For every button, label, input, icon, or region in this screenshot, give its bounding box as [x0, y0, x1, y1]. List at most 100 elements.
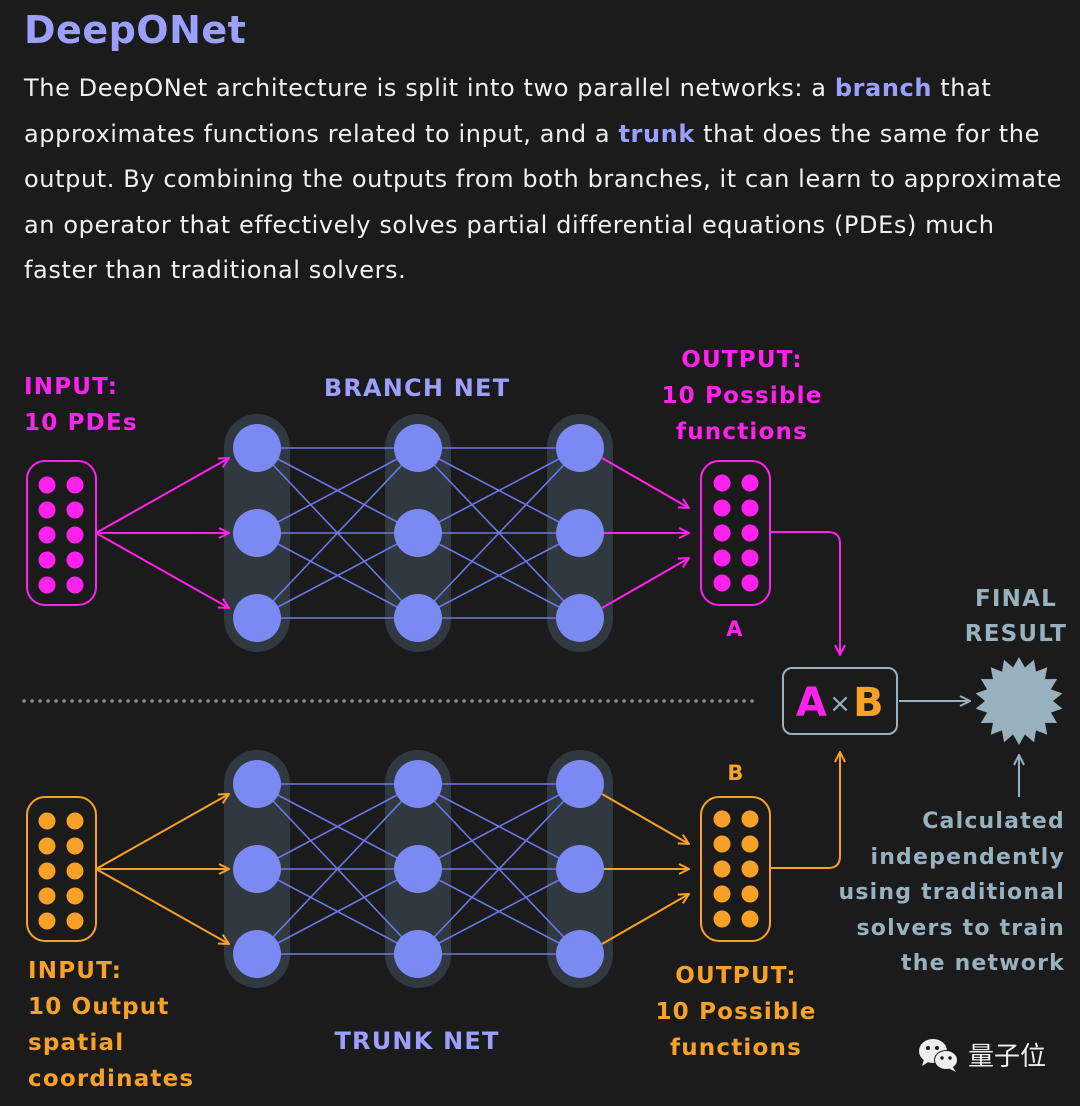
- trunk-output-dot: [713, 885, 731, 903]
- trunk-input-dot: [66, 837, 84, 855]
- branch-input-dot: [38, 526, 56, 544]
- branch-net-label: BRANCH NET: [324, 374, 510, 402]
- trunk-output-tag-b: B: [727, 761, 744, 785]
- trunk-network: [26, 750, 771, 988]
- branch-input-dot: [66, 551, 84, 569]
- branch-connection: [417, 532, 581, 619]
- trunk-output-box: [700, 796, 771, 942]
- branch-connection: [417, 447, 581, 619]
- branch-output-dot: [713, 499, 731, 517]
- trunk-input-dot: [38, 837, 56, 855]
- solver-note-line4: solvers to train: [856, 916, 1065, 941]
- trunk-node: [233, 760, 281, 808]
- trunk-input-label-line3: spatial: [28, 1030, 124, 1056]
- solver-note-line1: Calculated: [922, 809, 1065, 834]
- trunk-output-dot: [713, 860, 731, 878]
- solver-note-line5: the network: [901, 951, 1065, 976]
- branch-output-label-line1: OUTPUT:: [681, 347, 802, 373]
- branch-node: [556, 424, 604, 472]
- trunk-input-dot: [38, 887, 56, 905]
- branch-connection: [256, 532, 419, 619]
- final-result-label-line2: RESULT: [965, 621, 1067, 647]
- product-times: ×: [829, 689, 851, 719]
- final-result-starburst-icon: [975, 657, 1063, 745]
- trunk-node: [556, 930, 604, 978]
- branch-input-arrow: [95, 458, 229, 534]
- trunk-output-label-line1: OUTPUT:: [675, 963, 796, 989]
- branch-input-arrow: [95, 532, 229, 608]
- wechat-icon: [919, 1038, 958, 1072]
- branch-output-dot: [713, 574, 731, 592]
- trunk-input-dot: [66, 912, 84, 930]
- solver-note-line2: independently: [870, 845, 1065, 870]
- trunk-input-box: [26, 796, 97, 942]
- branch-output-arrow: [601, 558, 689, 609]
- trunk-input-dot: [66, 862, 84, 880]
- branch-output-dot: [741, 524, 759, 542]
- branch-input-box: [26, 460, 97, 606]
- description-text-2: that approximates functions related to i…: [24, 74, 992, 148]
- trunk-input-dot: [66, 887, 84, 905]
- trunk-connection: [256, 868, 419, 955]
- product-b: B: [853, 680, 885, 726]
- trunk-connection: [417, 783, 581, 955]
- branch-input-dot: [38, 501, 56, 519]
- trunk-input-dot: [38, 862, 56, 880]
- branch-node: [394, 424, 442, 472]
- description-text-1: The DeepONet architecture is split into …: [24, 74, 835, 102]
- trunk-output-dot: [741, 860, 759, 878]
- trunk-output-dot: [741, 810, 759, 828]
- trunk-node: [394, 760, 442, 808]
- branch-node: [556, 509, 604, 557]
- description-text-3: that does the same for the output. By co…: [24, 119, 1062, 285]
- trunk-output-dot: [741, 835, 759, 853]
- branch-input-dot: [38, 551, 56, 569]
- watermark: 量子位: [918, 1036, 1046, 1073]
- trunk-connection: [417, 783, 581, 870]
- trunk-node: [233, 930, 281, 978]
- trunk-output-dot: [713, 910, 731, 928]
- trunk-input-label-line4: coordinates: [28, 1066, 194, 1092]
- branch-output-dot: [741, 549, 759, 567]
- solver-note-line3: using traditional: [839, 880, 1066, 905]
- trunk-node: [556, 845, 604, 893]
- branch-node: [556, 594, 604, 642]
- trunk-connection: [417, 868, 581, 955]
- branch-input-dot: [66, 576, 84, 594]
- branch-node: [233, 594, 281, 642]
- product-a: A: [796, 680, 828, 726]
- trunk-input-dot: [38, 912, 56, 930]
- branch-output-arrow: [601, 457, 689, 508]
- branch-connection: [256, 447, 419, 619]
- branch-output-dot: [713, 549, 731, 567]
- branch-node: [233, 424, 281, 472]
- branch-to-product-connector: [770, 531, 840, 655]
- trunk-output-arrow: [601, 894, 689, 945]
- page-title: DeepONet: [24, 8, 247, 52]
- branch-input-dot: [66, 476, 84, 494]
- trunk-node: [394, 930, 442, 978]
- branch-connection: [256, 447, 419, 534]
- solver-note: Calculated independently using tradition…: [839, 809, 1066, 976]
- trunk-input-label-line2: 10 Output: [28, 994, 170, 1020]
- branch-input-dot: [66, 501, 84, 519]
- final-result-label-line1: FINAL: [975, 586, 1057, 612]
- trunk-to-product-connector: [770, 752, 840, 869]
- trunk-node: [394, 845, 442, 893]
- trunk-net-label: TRUNK NET: [334, 1027, 499, 1055]
- trunk-input-arrow: [95, 868, 229, 944]
- branch-output-tag-a: A: [726, 617, 743, 641]
- trunk-node: [233, 845, 281, 893]
- branch-output-label-line3: functions: [676, 419, 808, 445]
- branch-output-dot: [741, 499, 759, 517]
- branch-output-box: [700, 460, 771, 606]
- trunk-output-label-line3: functions: [670, 1035, 802, 1061]
- branch-input-dot: [38, 576, 56, 594]
- trunk-input-label-line1: INPUT:: [28, 958, 122, 984]
- branch-output-label-line2: 10 Possible: [661, 383, 822, 409]
- trunk-output-label-line2: 10 Possible: [655, 999, 816, 1025]
- branch-node: [394, 509, 442, 557]
- branch-output-dot: [741, 474, 759, 492]
- trunk-output-dot: [741, 910, 759, 928]
- branch-output-dot: [713, 474, 731, 492]
